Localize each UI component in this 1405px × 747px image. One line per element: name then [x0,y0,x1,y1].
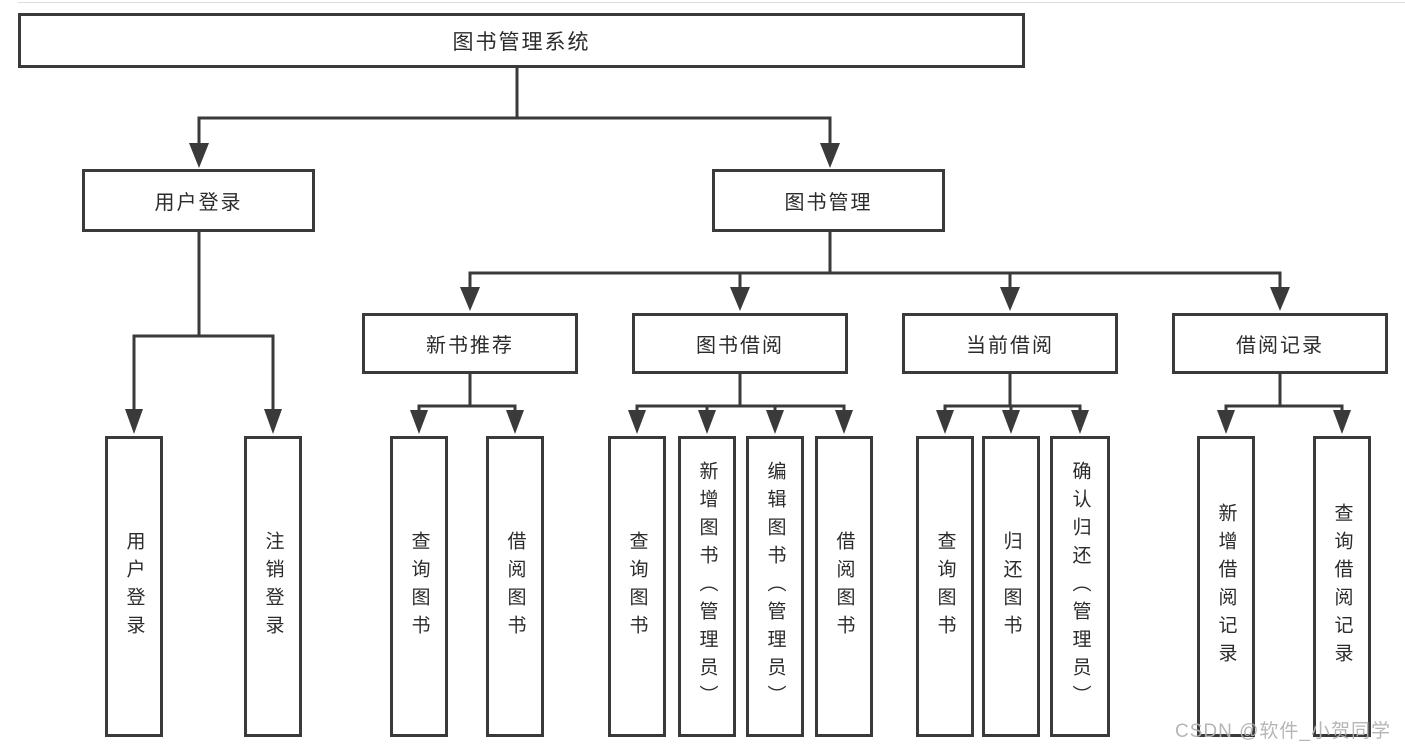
node-book-borrowing: 图书借阅 [632,313,848,374]
node-user-login: 用户登录 [82,169,315,232]
node-leaf-borrow-books-2: 借阅图书 [815,436,873,737]
node-new-book-recommend: 新书推荐 [362,313,578,374]
node-leaf-add-books-admin: 新增图书（管理员） [678,436,736,737]
node-label: 用户登录 [154,192,243,214]
node-leaf-add-borrow-record: 新增借阅记录 [1197,436,1255,737]
connector-book-management-to-level3 [460,231,1290,311]
node-current-borrowing: 当前借阅 [902,313,1118,374]
node-leaf-query-books-2: 查询图书 [608,436,666,737]
node-leaf-return-books: 归还图书 [982,436,1040,737]
node-label: 图书管理系统 [452,30,591,54]
node-label: 图书借阅 [696,335,784,357]
node-label: 归还图书 [1000,530,1022,643]
node-label: 查询图书 [934,530,956,643]
node-label: 新增借阅记录 [1215,502,1237,671]
node-label: 新书推荐 [426,335,514,357]
node-borrowing-records: 借阅记录 [1172,313,1388,374]
connector-user-login-to-children [125,231,282,434]
node-book-management: 图书管理 [712,169,945,232]
node-label: 借阅记录 [1236,335,1324,357]
node-label: 查询图书 [408,530,430,643]
node-label: 编辑图书（管理员） [764,460,786,713]
node-label: 查询借阅记录 [1331,502,1353,671]
node-label: 图书管理 [784,192,873,214]
node-leaf-query-books-3: 查询图书 [916,436,974,737]
node-label: 注销登录 [262,530,284,643]
node-leaf-query-books-1: 查询图书 [390,436,448,737]
node-leaf-borrow-books-1: 借阅图书 [486,436,544,737]
node-label: 新增图书（管理员） [696,460,718,713]
node-leaf-confirm-return-admin: 确认归还（管理员） [1050,436,1110,737]
node-label: 借阅图书 [833,530,855,643]
node-label: 当前借阅 [966,335,1054,357]
node-leaf-logout: 注销登录 [244,436,302,737]
node-leaf-user-login: 用户登录 [105,436,163,737]
connector-new-book-rec-to-children [410,373,524,434]
watermark: CSDN @软件_小贺同学 [1175,721,1391,742]
node-leaf-edit-books-admin: 编辑图书（管理员） [746,436,804,737]
node-label: 确认归还（管理员） [1069,460,1091,713]
node-library-management-system: 图书管理系统 [18,13,1025,68]
page-top-rule [18,2,1405,3]
connector-borrow-record-to-children [1217,373,1351,434]
node-label: 查询图书 [626,530,648,643]
node-label: 用户登录 [123,530,145,643]
node-leaf-query-borrow-record: 查询借阅记录 [1313,436,1371,737]
connector-root-to-level2 [189,68,840,168]
node-label: 借阅图书 [504,530,526,643]
connector-current-borrow-to-children [936,373,1089,434]
connector-book-borrow-to-children [628,373,853,434]
